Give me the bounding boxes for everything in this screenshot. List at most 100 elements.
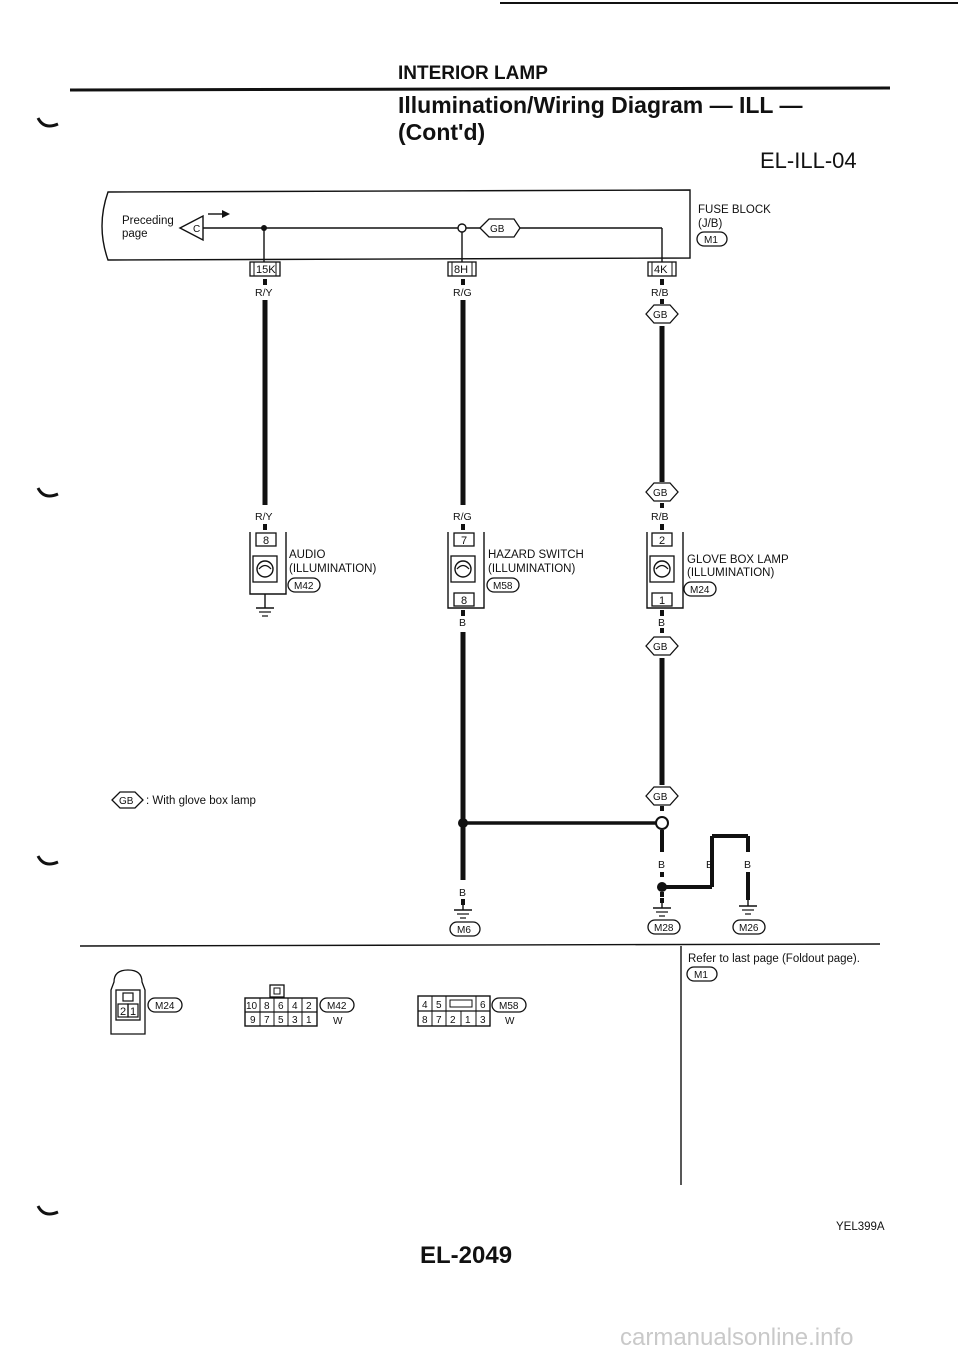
svg-text:4: 4 [422, 1000, 428, 1011]
svg-text:R/Y: R/Y [255, 511, 273, 523]
audio-name-sub: (ILLUMINATION) [289, 563, 376, 575]
svg-text:W: W [333, 1016, 343, 1027]
svg-text:4: 4 [292, 1001, 298, 1012]
ground-bridge-m26: B B M26 [662, 834, 766, 935]
svg-text:M24: M24 [155, 1001, 175, 1012]
svg-text:7: 7 [461, 535, 467, 547]
svg-text:7: 7 [264, 1015, 270, 1026]
fuse-block-name: FUSE BLOCK [698, 204, 771, 216]
gb-option-tag: GB [645, 636, 679, 656]
ground-m6-tag: M6 [449, 921, 481, 937]
wire-glove-box: R/B GB GB R/B [645, 279, 679, 530]
audio-name: AUDIO [289, 549, 325, 561]
svg-text:GB: GB [490, 224, 505, 235]
svg-text:GB: GB [653, 488, 668, 499]
glove-box-lamp-name: GLOVE BOX LAMP [687, 554, 789, 566]
glove-box-lamp-component: 2 1 GLOVE BOX LAMP (ILLUMINATION) M24 [646, 532, 789, 609]
svg-text:W: W [505, 1016, 515, 1027]
diagram-title-contd: (Cont'd) [398, 119, 485, 145]
svg-text:M58: M58 [499, 1001, 519, 1012]
svg-text:B: B [459, 887, 466, 899]
svg-text:3: 3 [480, 1015, 486, 1026]
svg-text:1: 1 [465, 1015, 471, 1026]
gb-option-tag: GB [479, 218, 521, 238]
binder-mark [36, 855, 59, 866]
svg-text:2: 2 [120, 1006, 126, 1018]
svg-text:GB: GB [119, 796, 134, 807]
svg-text:5: 5 [278, 1015, 284, 1026]
fuse-terminal-4k: 4K [647, 261, 677, 277]
gb-option-tag: GB [645, 304, 679, 324]
binder-mark [36, 1205, 59, 1216]
ground-symbol [653, 907, 671, 917]
header-rule [69, 86, 891, 92]
svg-text:GB: GB [653, 642, 668, 653]
svg-text:8: 8 [263, 535, 269, 547]
svg-text:7: 7 [436, 1015, 442, 1026]
gb-option-tag: GB [645, 482, 679, 502]
svg-text:M1: M1 [704, 235, 718, 246]
hazard-switch-component: 7 8 HAZARD SWITCH (ILLUMINATION) M58 [447, 532, 584, 609]
hazard-switch-name-sub: (ILLUMINATION) [488, 563, 575, 575]
legend-text: : With glove box lamp [146, 795, 256, 807]
svg-text:5: 5 [436, 1000, 442, 1011]
svg-text:B: B [706, 859, 713, 871]
ground-m28-tag: M28 [647, 919, 681, 935]
splice-open [655, 816, 669, 830]
audio-component: 8 AUDIO (ILLUMINATION) M42 [249, 532, 376, 617]
svg-text:8: 8 [461, 595, 467, 607]
fuse-block: Preceding page C GB FUSE BLOCK (J/B) M1 [101, 189, 771, 262]
svg-text:3: 3 [292, 1015, 298, 1026]
legend: GB : With glove box lamp [111, 791, 256, 809]
svg-text:M28: M28 [654, 923, 674, 934]
gb-option-tag: GB [645, 786, 679, 806]
svg-text:M42: M42 [327, 1001, 347, 1012]
svg-text:R/B: R/B [651, 287, 669, 299]
svg-text:2: 2 [306, 1001, 312, 1012]
image-code: YEL399A [836, 1221, 885, 1233]
svg-text:8: 8 [422, 1015, 428, 1026]
svg-text:B: B [459, 617, 466, 629]
svg-text:R/Y: R/Y [255, 287, 273, 299]
svg-text:GB: GB [653, 310, 668, 321]
fuse-terminal-15k: 15K [249, 261, 281, 277]
diagram-code: EL-ILL-04 [760, 148, 857, 173]
wire-hazard-ground: B B M6 [449, 610, 481, 937]
section-title: INTERIOR LAMP [398, 63, 548, 84]
svg-text:15K: 15K [256, 264, 276, 276]
refer-connector-tag: M1 [686, 966, 718, 982]
svg-text:2: 2 [659, 535, 665, 547]
ground-m26-tag: M26 [732, 919, 766, 935]
svg-text:B: B [658, 859, 665, 871]
ground-symbol [256, 607, 274, 617]
wire-hazard: R/G R/G [453, 279, 472, 530]
svg-text:6: 6 [480, 1000, 486, 1011]
diagram-title: Illumination/Wiring Diagram — ILL — [398, 92, 802, 118]
svg-text:8: 8 [264, 1001, 270, 1012]
svg-text:9: 9 [250, 1015, 256, 1026]
wire-audio: R/Y R/Y [255, 279, 273, 530]
glove-box-connector-tag: M24 [683, 581, 717, 597]
svg-text:8H: 8H [454, 264, 468, 276]
watermark: carmanualsonline.info [620, 1324, 853, 1351]
refer-text: Refer to last page (Foldout page). [688, 953, 860, 965]
page-number: EL-2049 [420, 1242, 512, 1269]
connector-view-m42: 10 8 6 4 2 9 7 5 3 1 M42 W [244, 984, 355, 1027]
svg-text:6: 6 [278, 1001, 284, 1012]
glove-box-lamp-name-sub: (ILLUMINATION) [687, 567, 774, 579]
svg-text:M42: M42 [294, 581, 314, 592]
svg-text:M26: M26 [739, 923, 759, 934]
svg-text:B: B [744, 859, 751, 871]
svg-text:4K: 4K [654, 264, 668, 276]
svg-text:R/B: R/B [651, 511, 669, 523]
svg-text:1: 1 [659, 595, 665, 607]
connector-view-m58: 4 5 6 8 7 2 1 3 M58 W [417, 995, 527, 1027]
wire-glove-box-ground: B GB GB B M28 [645, 610, 681, 935]
preceding-page-label: Preceding [122, 215, 174, 227]
svg-text:2: 2 [450, 1015, 456, 1026]
fuse-block-sub: (J/B) [698, 218, 722, 230]
binder-mark [36, 117, 59, 128]
hazard-switch-name: HAZARD SWITCH [488, 549, 584, 561]
svg-text:GB: GB [653, 792, 668, 803]
svg-text:R/G: R/G [453, 287, 472, 299]
